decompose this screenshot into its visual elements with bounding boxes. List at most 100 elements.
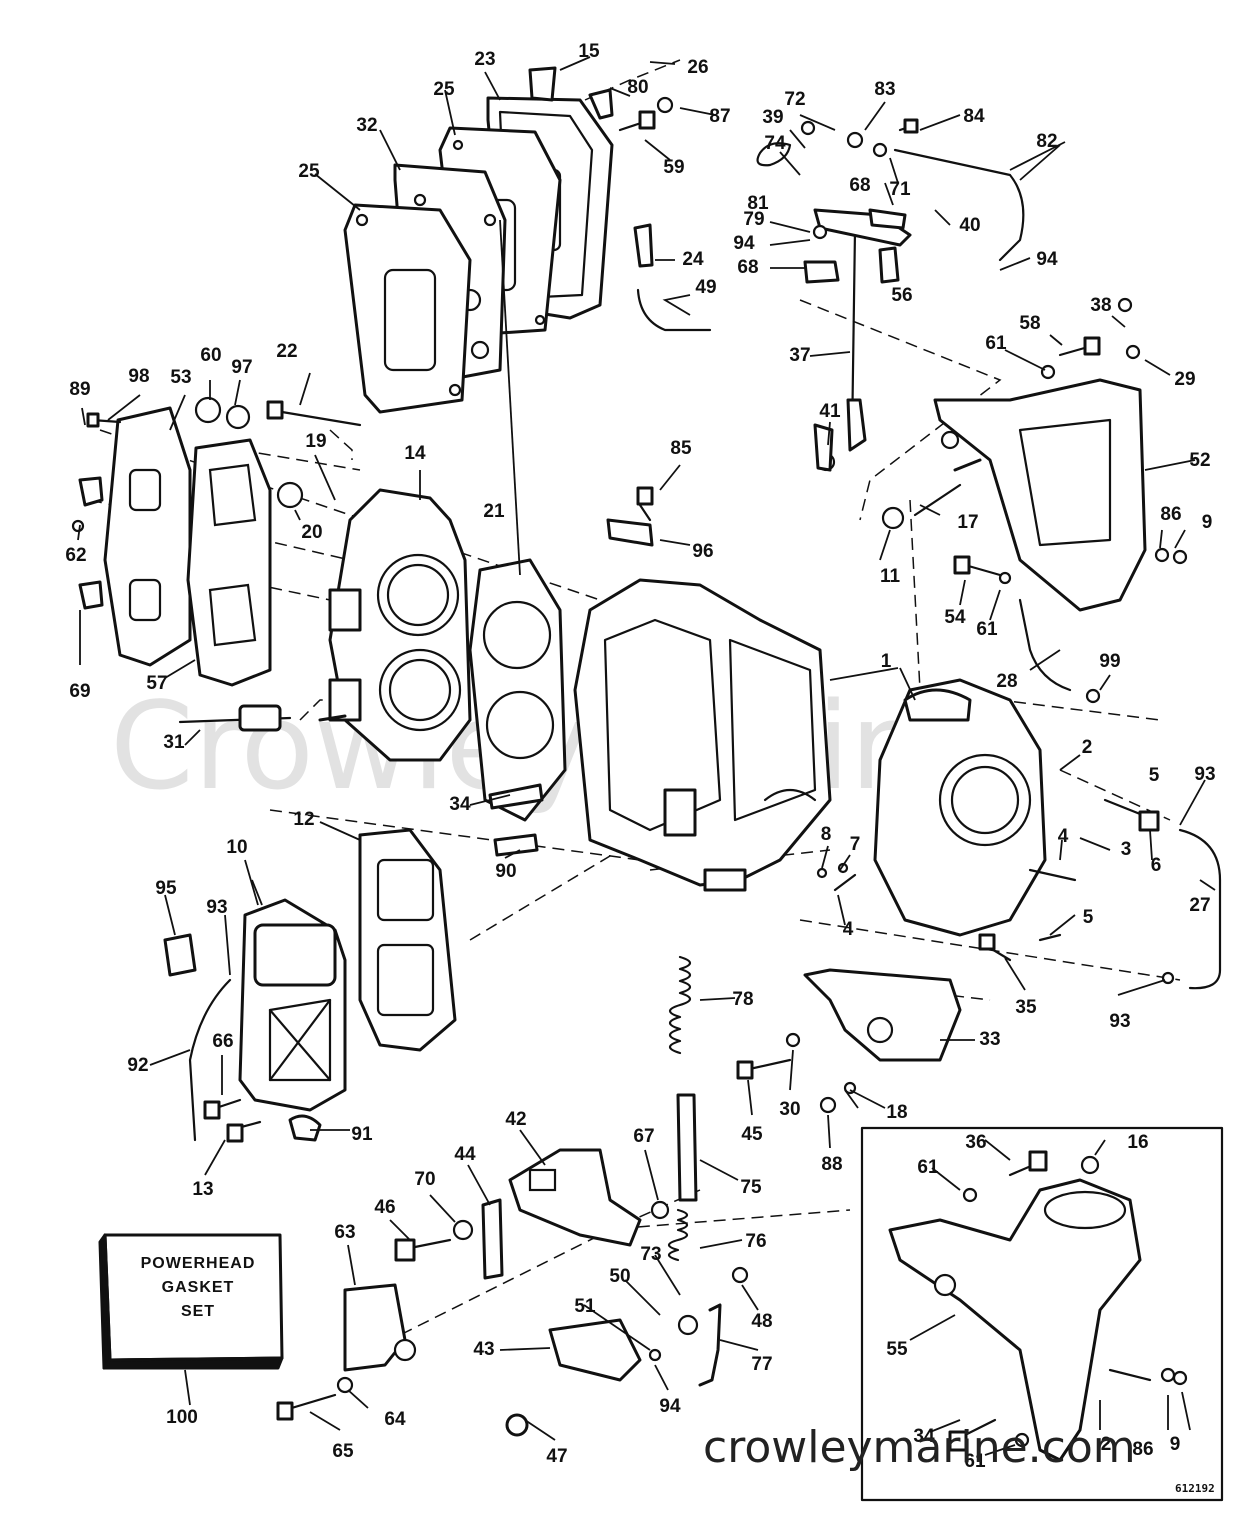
callout-5: 5 bbox=[1149, 765, 1160, 786]
callout-38: 38 bbox=[1090, 295, 1111, 316]
callout-39: 39 bbox=[762, 107, 783, 128]
callout-7: 7 bbox=[850, 834, 861, 855]
callout-9: 9 bbox=[1202, 512, 1213, 533]
callout-71: 71 bbox=[889, 179, 911, 200]
callout-24: 24 bbox=[682, 249, 704, 270]
callout-14: 14 bbox=[404, 443, 426, 464]
callout-6: 6 bbox=[1151, 855, 1162, 876]
callout-67: 67 bbox=[633, 1126, 654, 1147]
exhaust-gasket-25-lower bbox=[343, 203, 472, 414]
callout-83: 83 bbox=[874, 79, 895, 100]
callout-9-inset: 9 bbox=[1170, 1434, 1181, 1455]
callout-27: 27 bbox=[1189, 895, 1210, 916]
callout-63: 63 bbox=[334, 1222, 355, 1243]
callout-12: 12 bbox=[293, 809, 314, 830]
callout-52: 52 bbox=[1189, 450, 1210, 471]
callout-16: 16 bbox=[1127, 1132, 1148, 1153]
callout-75: 75 bbox=[740, 1177, 762, 1198]
callout-86-inset: 86 bbox=[1132, 1439, 1153, 1460]
gasket-box-line1: POWERHEAD bbox=[141, 1255, 256, 1272]
callout-53: 53 bbox=[170, 367, 191, 388]
callout-92: 92 bbox=[127, 1055, 148, 1076]
cylinder-head-14 bbox=[328, 488, 472, 762]
callout-84: 84 bbox=[963, 106, 985, 127]
throttle-arm-43 bbox=[548, 1318, 642, 1382]
callout-25b: 25 bbox=[298, 161, 320, 182]
callout-79: 79 bbox=[743, 209, 764, 230]
callout-29: 29 bbox=[1174, 369, 1195, 390]
bracket-33 bbox=[803, 968, 962, 1062]
callout-89: 89 bbox=[69, 379, 90, 400]
callout-62: 62 bbox=[65, 545, 86, 566]
callout-49: 49 bbox=[695, 277, 716, 298]
callout-26: 26 bbox=[687, 57, 708, 78]
callout-31: 31 bbox=[163, 732, 185, 753]
callout-46: 46 bbox=[374, 1197, 395, 1218]
callout-28: 28 bbox=[996, 671, 1017, 692]
callout-66: 66 bbox=[212, 1031, 233, 1052]
callout-91: 91 bbox=[351, 1124, 373, 1145]
callout-93c: 93 bbox=[1109, 1011, 1130, 1032]
callout-86: 86 bbox=[1160, 504, 1181, 525]
throttle-cam-42 bbox=[508, 1148, 642, 1247]
callout-94c: 94 bbox=[659, 1396, 681, 1417]
callout-2: 2 bbox=[1082, 737, 1093, 758]
callout-68: 68 bbox=[849, 175, 870, 196]
callout-32: 32 bbox=[356, 115, 377, 136]
callout-88: 88 bbox=[821, 1154, 842, 1175]
crankcase-head-1 bbox=[873, 678, 1047, 937]
callout-93: 93 bbox=[206, 897, 227, 918]
callout-97: 97 bbox=[231, 357, 252, 378]
intake-gasket-12 bbox=[358, 828, 457, 1052]
callout-34-inset: 34 bbox=[913, 1426, 935, 1447]
callout-10: 10 bbox=[226, 837, 247, 858]
callout-labels: 1 2 2 3 4 4 5 5 6 7 8 9 9 10 11 12 13 14… bbox=[65, 41, 1215, 1472]
callout-64: 64 bbox=[384, 1409, 406, 1430]
figure-code: 612192 bbox=[1175, 1482, 1215, 1495]
callout-50: 50 bbox=[609, 1266, 630, 1287]
callout-4b: 4 bbox=[843, 919, 854, 940]
callout-69: 69 bbox=[69, 681, 90, 702]
callout-78: 78 bbox=[732, 989, 753, 1010]
callout-82: 82 bbox=[1036, 131, 1057, 152]
gasket-set-box: POWERHEAD GASKET SET bbox=[98, 1233, 284, 1370]
callout-17: 17 bbox=[957, 512, 978, 533]
leader-lines bbox=[77, 56, 1216, 1456]
callout-65: 65 bbox=[332, 1441, 354, 1462]
callout-11: 11 bbox=[880, 566, 901, 587]
callout-57: 57 bbox=[146, 673, 167, 694]
callout-68b: 68 bbox=[737, 257, 758, 278]
callout-41: 41 bbox=[819, 401, 841, 422]
callout-40: 40 bbox=[959, 215, 980, 236]
callout-96: 96 bbox=[692, 541, 713, 562]
callout-59: 59 bbox=[663, 157, 684, 178]
callout-77: 77 bbox=[751, 1354, 772, 1375]
callout-99: 99 bbox=[1099, 651, 1120, 672]
callout-45: 45 bbox=[741, 1124, 763, 1145]
callout-95: 95 bbox=[155, 878, 177, 899]
callout-22: 22 bbox=[276, 341, 297, 362]
callout-34: 34 bbox=[449, 794, 471, 815]
solenoid-63 bbox=[343, 1283, 417, 1372]
callout-13: 13 bbox=[192, 1179, 213, 1200]
head-gasket-21 bbox=[468, 558, 567, 822]
callout-81: 81 bbox=[747, 193, 769, 214]
callout-15: 15 bbox=[578, 41, 600, 62]
intake-cover-53 bbox=[103, 406, 192, 667]
callout-19: 19 bbox=[305, 431, 326, 452]
crankcase-block bbox=[573, 578, 832, 892]
callout-93b: 93 bbox=[1194, 764, 1215, 785]
gasket-box-line2: GASKET bbox=[162, 1279, 235, 1296]
callout-18: 18 bbox=[886, 1102, 907, 1123]
callout-2-inset: 2 bbox=[1101, 1434, 1112, 1455]
callout-54: 54 bbox=[944, 607, 966, 628]
callout-90: 90 bbox=[495, 861, 516, 882]
callout-87: 87 bbox=[709, 106, 730, 127]
callout-72: 72 bbox=[784, 89, 805, 110]
callout-61b: 61 bbox=[976, 619, 998, 640]
callout-70: 70 bbox=[414, 1169, 435, 1190]
callout-48: 48 bbox=[751, 1311, 772, 1332]
callout-3: 3 bbox=[1121, 839, 1132, 860]
callout-73: 73 bbox=[640, 1244, 661, 1265]
callout-85: 85 bbox=[670, 438, 692, 459]
